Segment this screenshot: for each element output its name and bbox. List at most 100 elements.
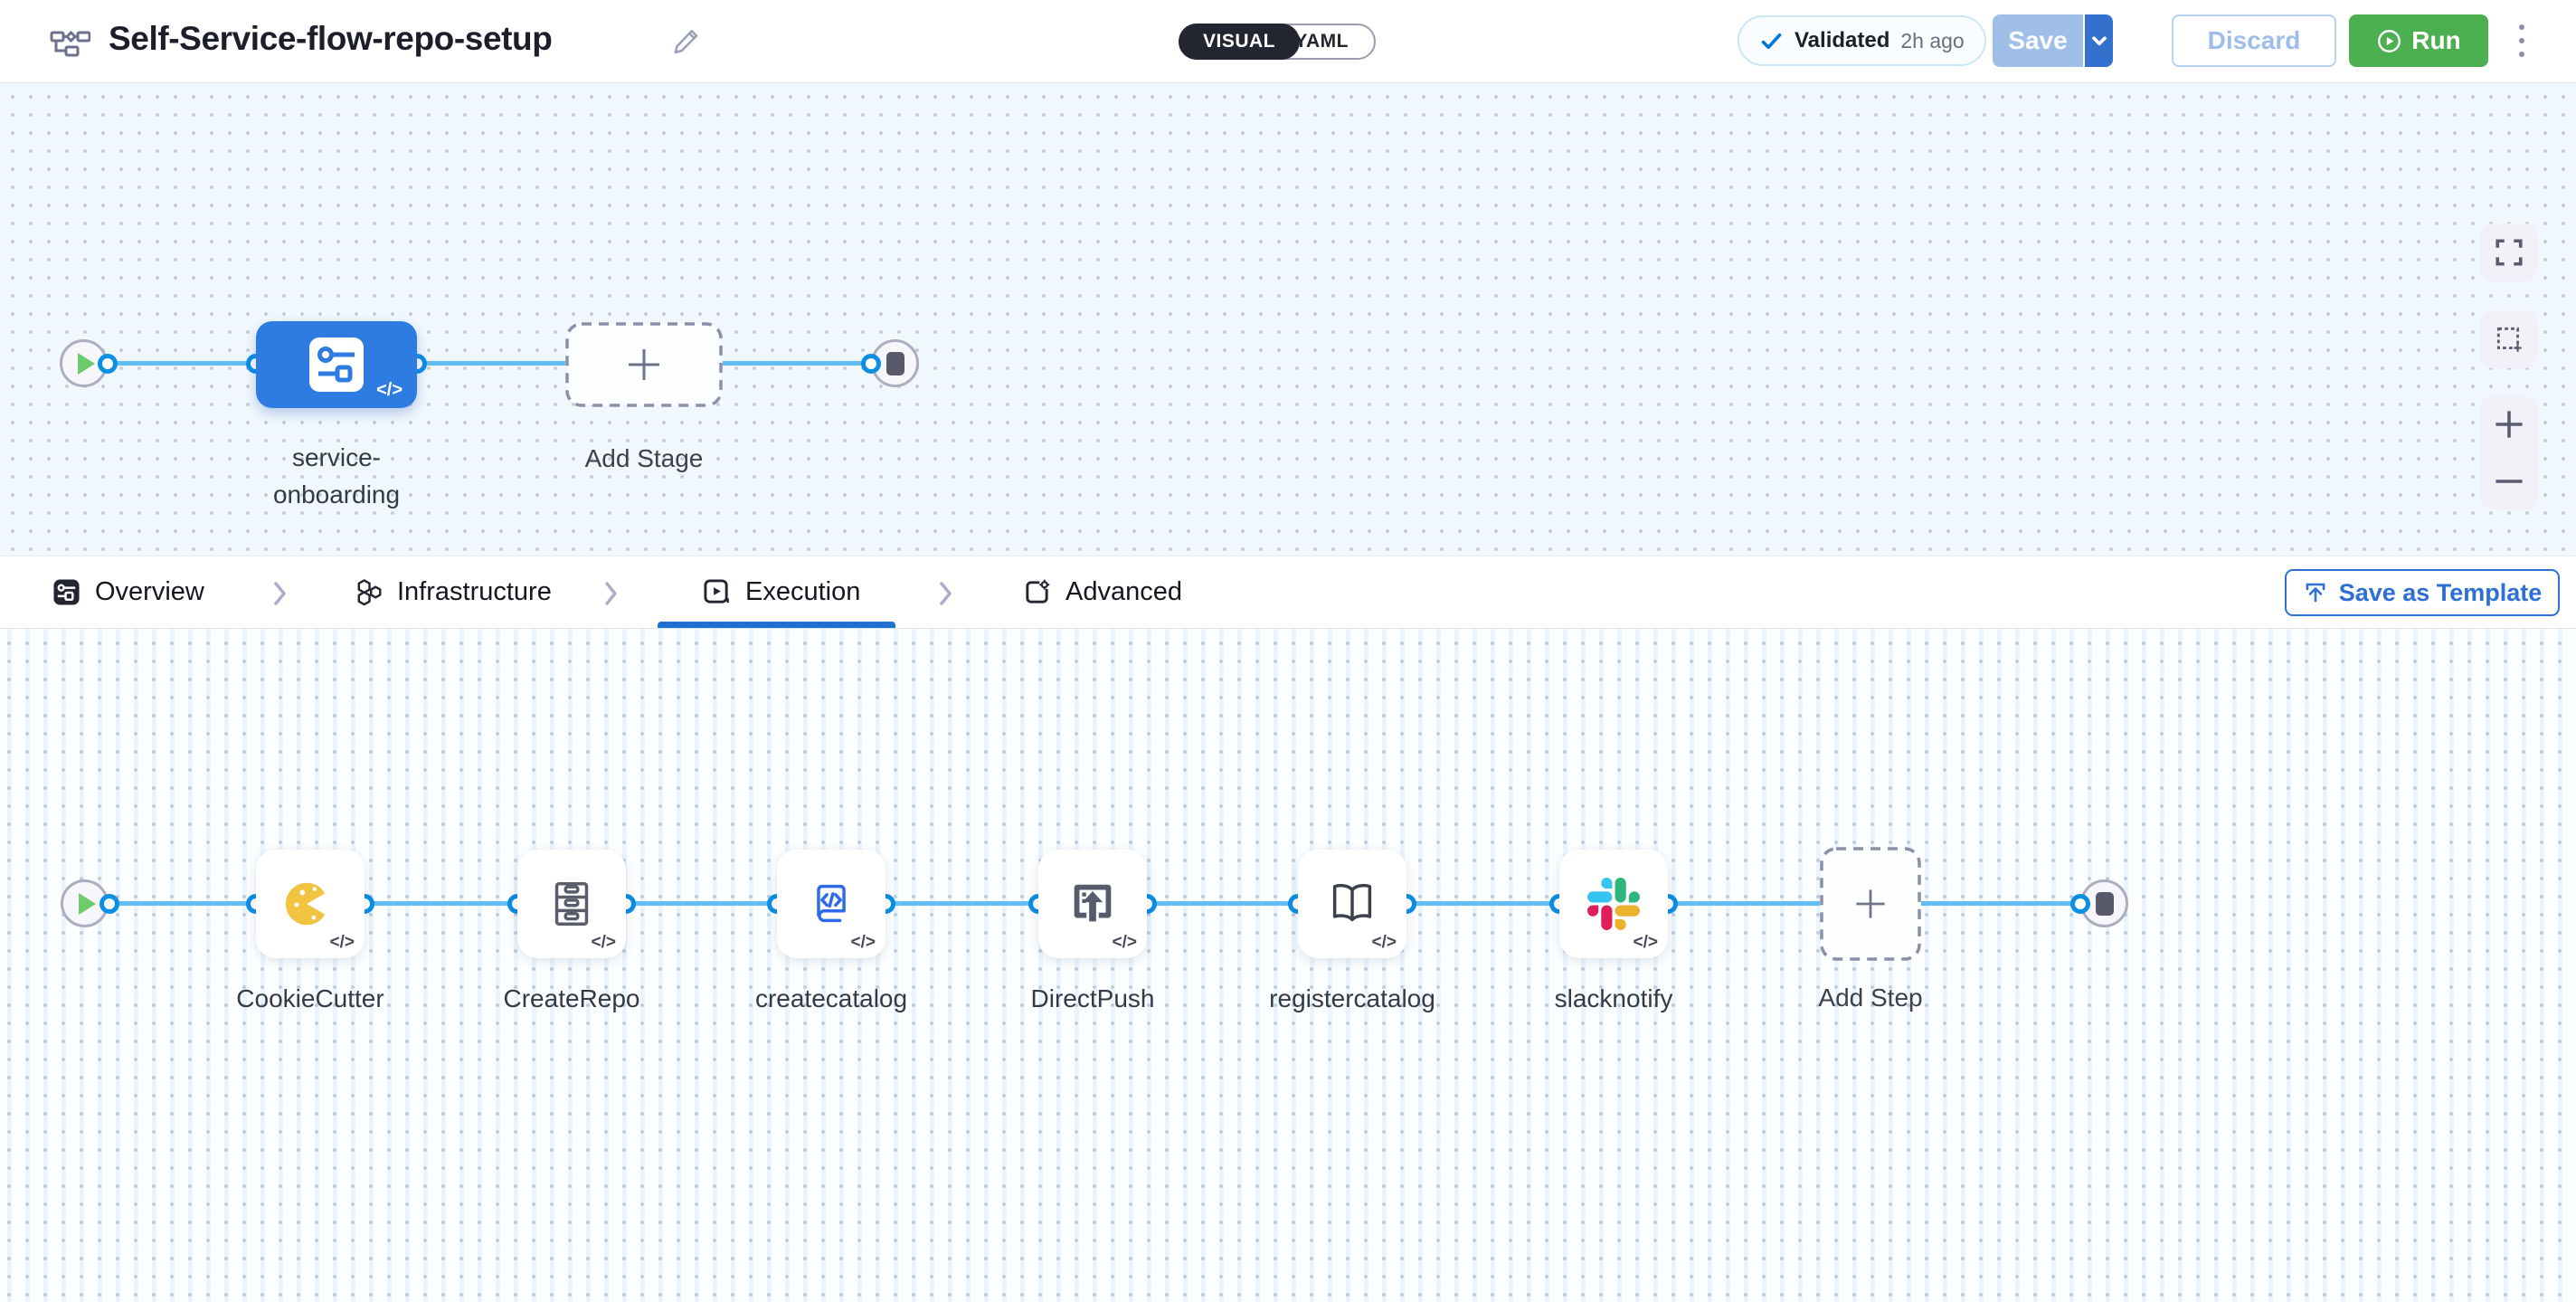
connection-line (723, 361, 871, 366)
validation-status-badge[interactable]: Validated 2h ago (1738, 15, 1986, 66)
slack-icon (1587, 878, 1640, 930)
chevron-down-icon (2091, 36, 2107, 46)
step-node-slacknotify[interactable]: </> (1559, 850, 1668, 958)
connection-line (626, 901, 777, 906)
step-node-createrepo[interactable]: </> (517, 850, 626, 958)
upload-push-icon (1074, 884, 1112, 922)
zoom-out-icon[interactable] (2493, 465, 2525, 498)
code-badge: </> (850, 933, 876, 952)
code-badge: </> (1371, 933, 1397, 952)
start-play-icon (78, 352, 95, 375)
add-stage-button[interactable] (565, 322, 723, 407)
stage-canvas[interactable]: </> service- onboarding Add Stage (0, 82, 2576, 556)
toggle-yaml[interactable]: YAML (1294, 31, 1349, 52)
code-badge: </> (1112, 933, 1137, 952)
save-as-template-button[interactable]: Save as Template (2285, 569, 2560, 616)
kebab-menu-icon[interactable] (2502, 14, 2542, 67)
visual-yaml-toggle: VISUAL YAML (1179, 24, 1376, 60)
connection-line (1406, 901, 1559, 906)
chevron-right-icon (940, 582, 952, 605)
step-label: DirectPush (1030, 984, 1155, 1012)
tab-execution[interactable]: Execution (703, 556, 860, 628)
step-node-createcatalog[interactable]: </> (777, 850, 886, 958)
step-label: slacknotify (1554, 984, 1673, 1012)
step-node-directpush[interactable]: </> (1038, 850, 1147, 958)
step-label: CreateRepo (503, 984, 640, 1012)
pencil-icon[interactable] (669, 24, 704, 59)
tab-overview[interactable]: Overview (52, 556, 204, 628)
connector-port (99, 894, 119, 914)
discard-button[interactable]: Discard (2172, 14, 2336, 67)
connection-line (109, 901, 256, 906)
step-node-registercatalog[interactable]: </> (1298, 850, 1406, 958)
open-book-icon (1332, 883, 1372, 922)
save-as-template-label: Save as Template (2338, 578, 2543, 606)
pipeline-flowchart-icon (50, 30, 90, 57)
add-stage-label: Add Stage (584, 444, 704, 472)
save-button[interactable]: Save (1993, 14, 2085, 67)
fit-view-button[interactable] (2480, 223, 2538, 281)
add-step-button[interactable] (1820, 847, 1921, 961)
save-split-button: Save (1993, 14, 2113, 67)
tab-label: Advanced (1065, 577, 1182, 606)
execution-canvas[interactable]: </> </> (0, 629, 2576, 1302)
step-node-cookiecutter[interactable]: </> (256, 850, 365, 958)
toggle-visual[interactable]: VISUAL (1179, 24, 1301, 60)
header: Self-Service-flow-repo-setup VISUAL YAML… (0, 0, 2576, 83)
chevron-right-icon (274, 582, 286, 605)
start-node (60, 339, 108, 387)
plus-icon (1856, 889, 1885, 918)
connection-line (417, 361, 565, 366)
cookiecutter-icon (285, 882, 326, 926)
start-play-icon (79, 892, 96, 915)
run-label: Run (2411, 26, 2461, 54)
save-options-button[interactable] (2085, 14, 2113, 67)
connector-port (98, 354, 118, 374)
stage-node-service-onboarding[interactable]: </> (256, 321, 417, 408)
execution-icon (704, 579, 729, 603)
connection-line (1668, 901, 1820, 906)
tab-advanced[interactable]: Advanced (1023, 556, 1182, 628)
code-badge: </> (591, 933, 616, 952)
drawer-cabinet-icon (554, 881, 589, 927)
tab-label: Infrastructure (397, 577, 552, 606)
chevron-right-icon (605, 582, 617, 605)
run-button[interactable]: Run (2349, 14, 2488, 67)
infrastructure-icon (357, 579, 382, 606)
advanced-icon (1026, 579, 1050, 603)
end-stop-icon (2095, 891, 2114, 916)
stage-tabbar: Overview Infrastructure Exec (0, 556, 2576, 629)
validation-status: Validated (1795, 28, 1890, 52)
run-play-icon (2378, 29, 2401, 52)
code-badge: </> (329, 933, 355, 952)
upload-template-icon (2306, 583, 2325, 603)
connection-line (1921, 901, 2080, 906)
connection-line (1147, 901, 1298, 906)
code-scroll-icon (817, 884, 846, 923)
connector-port (2070, 894, 2090, 914)
zoom-in-icon[interactable] (2493, 408, 2525, 441)
stage-name-label: service- onboarding (272, 443, 401, 508)
step-label: CookieCutter (236, 984, 384, 1012)
validation-time: 2h ago (1900, 28, 1965, 52)
plus-icon (629, 349, 659, 380)
overview-icon (53, 579, 80, 605)
page-title: Self-Service-flow-repo-setup (109, 20, 553, 57)
connection-line (108, 361, 256, 366)
fit-view-icon (2496, 239, 2523, 266)
step-label: registercatalog (1269, 984, 1435, 1012)
code-badge: </> (1633, 933, 1658, 952)
marquee-select-button[interactable] (2480, 310, 2538, 368)
marquee-select-icon (2496, 327, 2522, 352)
step-label: createcatalog (754, 984, 908, 1012)
end-stop-icon (886, 351, 904, 375)
tab-infrastructure[interactable]: Infrastructure (355, 556, 552, 628)
add-step-label: Add Step (1818, 984, 1923, 1012)
tab-label: Execution (745, 577, 861, 606)
code-badge: </> (376, 380, 402, 400)
connector-port (861, 354, 881, 374)
pipeline-stage-icon (309, 337, 364, 392)
active-tab-underline (658, 622, 895, 628)
connection-line (886, 901, 1038, 906)
